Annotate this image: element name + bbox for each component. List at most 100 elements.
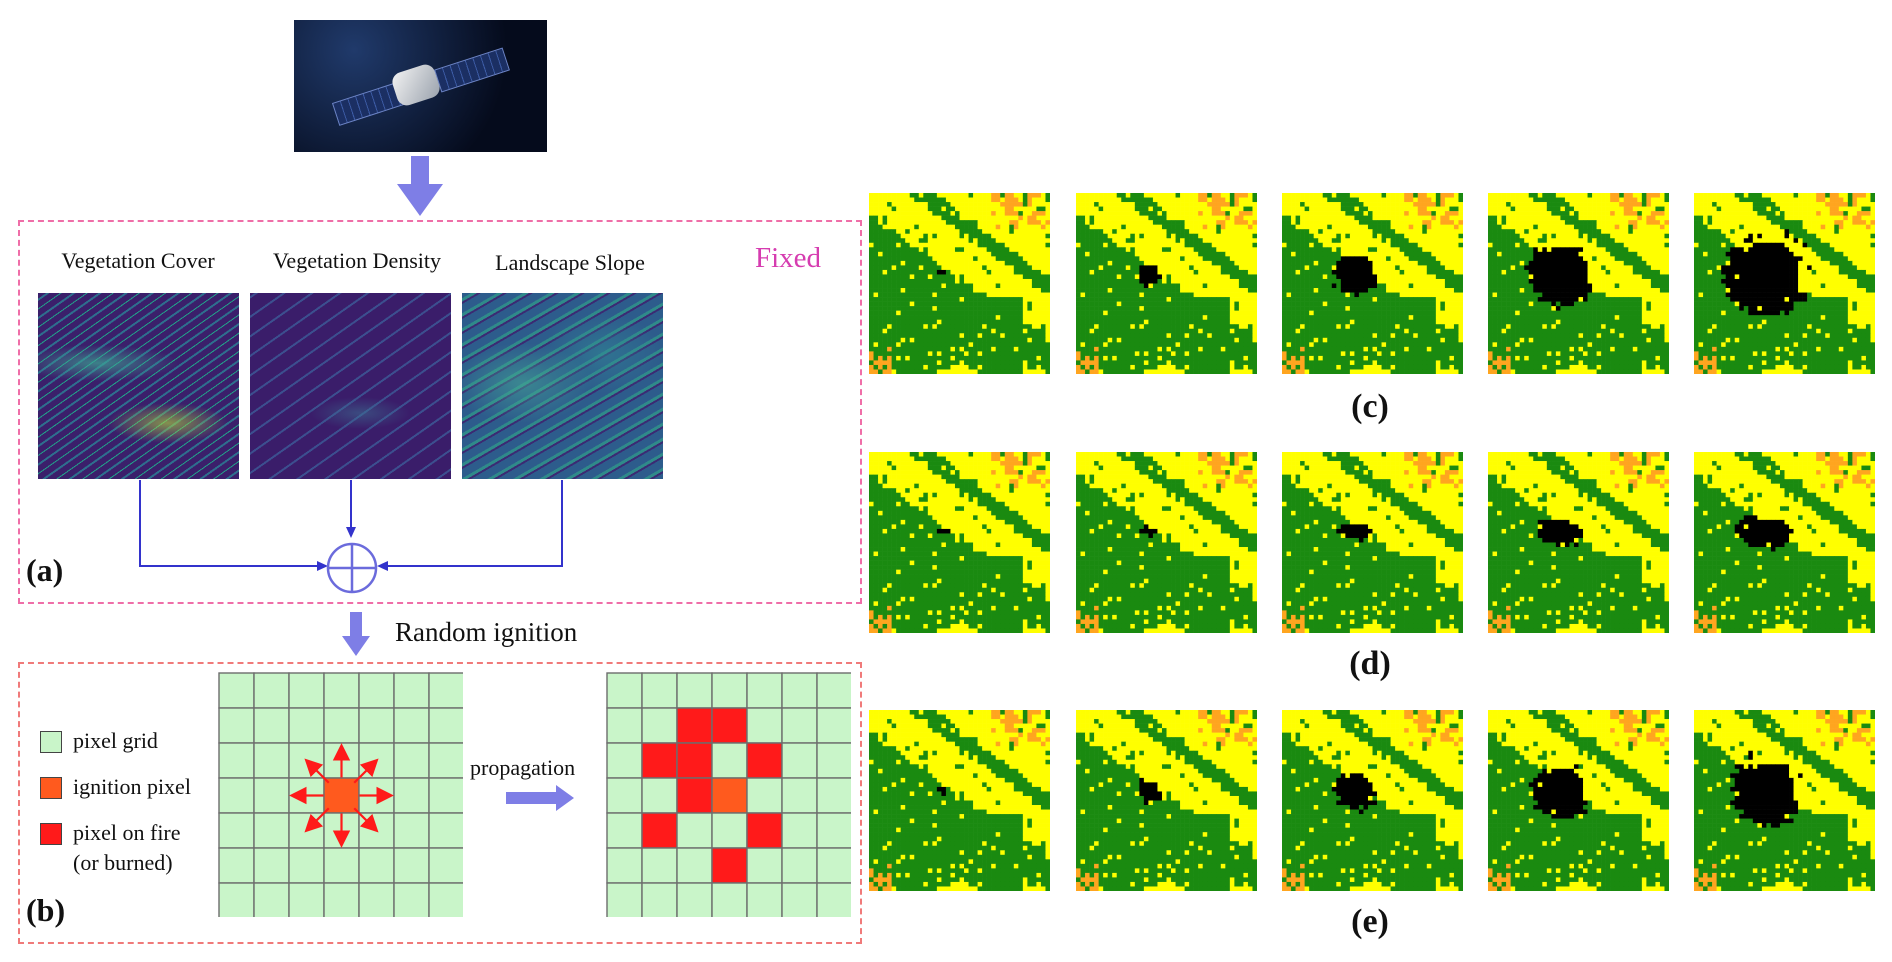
grid-cell	[641, 707, 678, 744]
grid-cell	[253, 672, 290, 709]
grid-cell	[781, 742, 818, 779]
grid-cell	[711, 812, 748, 849]
grid-cell	[816, 672, 851, 709]
grid-cell	[358, 707, 395, 744]
grid-cell	[676, 672, 713, 709]
grid-cell	[358, 882, 395, 917]
grid-cell	[781, 847, 818, 884]
fire-map-c-1	[869, 193, 1050, 374]
combine-connectors	[139, 480, 563, 594]
legend-swatch-on-fire	[40, 823, 62, 845]
grid-cell	[288, 882, 325, 917]
row-e-label: (e)	[1330, 903, 1410, 941]
arrowhead-right	[377, 561, 388, 571]
ignition-down-arrow-icon	[342, 612, 370, 656]
grid-cell	[606, 707, 643, 744]
grid-cell	[711, 777, 748, 814]
grid-cell	[816, 707, 851, 744]
connector-left	[139, 480, 322, 567]
row-c-label: (c)	[1330, 388, 1410, 426]
random-ignition-label: Random ignition	[395, 617, 577, 648]
grid-cell	[218, 812, 255, 849]
grid-cell	[428, 812, 463, 849]
grid-cell	[641, 847, 678, 884]
grid-cell	[676, 707, 713, 744]
grid-cell	[428, 882, 463, 917]
grid-cell	[676, 777, 713, 814]
grid-cell	[358, 847, 395, 884]
grid-cell	[746, 707, 783, 744]
grid-cell	[676, 742, 713, 779]
legend-swatch-ignition	[40, 777, 62, 799]
grid-cell	[428, 672, 463, 709]
grid-cell	[641, 812, 678, 849]
arrowhead-middle	[346, 527, 356, 538]
legend-or-burned: (or burned)	[73, 850, 173, 876]
fire-map-c-2	[1076, 193, 1257, 374]
grid-cell	[428, 847, 463, 884]
grid-cell	[641, 742, 678, 779]
grid-cell	[711, 882, 748, 917]
grid-cell	[323, 882, 360, 917]
grid-cell	[218, 882, 255, 917]
fire-map-e-4	[1488, 710, 1669, 891]
grid-cell	[218, 742, 255, 779]
grid-cell	[641, 672, 678, 709]
fire-map-d-5	[1694, 452, 1875, 633]
grid-cell	[746, 847, 783, 884]
grid-cell	[428, 707, 463, 744]
grid-cell	[323, 707, 360, 744]
grid-cell	[218, 847, 255, 884]
ignition-grid	[218, 672, 463, 917]
grid-cell	[676, 812, 713, 849]
grid-cell	[781, 777, 818, 814]
grid-cell	[606, 882, 643, 917]
grid-cell	[816, 777, 851, 814]
grid-cell	[428, 777, 463, 814]
fire-map-e-3	[1282, 710, 1463, 891]
grid-cell	[606, 847, 643, 884]
grid-cell	[393, 707, 430, 744]
grid-cell	[781, 882, 818, 917]
fire-map-c-4	[1488, 193, 1669, 374]
grid-cell	[323, 777, 360, 814]
grid-cell	[781, 707, 818, 744]
grid-cell	[218, 672, 255, 709]
grid-cell	[253, 847, 290, 884]
legend-swatch-pixel-grid	[40, 731, 62, 753]
legend-ignition-pixel: ignition pixel	[73, 774, 191, 800]
grid-cell	[816, 742, 851, 779]
grid-cell	[711, 847, 748, 884]
grid-cell	[746, 882, 783, 917]
grid-cell	[393, 812, 430, 849]
fire-map-c-3	[1282, 193, 1463, 374]
grid-cell	[816, 812, 851, 849]
grid-cell	[428, 742, 463, 779]
grid-cell	[816, 847, 851, 884]
legend-pixel-on-fire: pixel on fire	[73, 820, 181, 846]
grid-cell	[393, 777, 430, 814]
grid-cell	[288, 707, 325, 744]
fire-map-e-5	[1694, 710, 1875, 891]
panel-b-label: (b)	[26, 892, 65, 929]
propagation-grid	[606, 672, 851, 917]
panel-a-label: (a)	[26, 552, 63, 589]
grid-cell	[676, 847, 713, 884]
grid-cell	[218, 777, 255, 814]
grid-cell	[641, 882, 678, 917]
grid-cell	[323, 672, 360, 709]
grid-cell	[641, 777, 678, 814]
fire-map-c-5	[1694, 193, 1875, 374]
grid-cell	[606, 672, 643, 709]
grid-cell	[218, 707, 255, 744]
grid-cell	[746, 672, 783, 709]
grid-cell	[393, 672, 430, 709]
grid-cell	[781, 672, 818, 709]
fire-map-e-1	[869, 710, 1050, 891]
grid-cell	[711, 742, 748, 779]
grid-cell	[781, 812, 818, 849]
grid-cell	[323, 847, 360, 884]
grid-cell	[746, 742, 783, 779]
grid-cell	[393, 742, 430, 779]
grid-cell	[253, 882, 290, 917]
